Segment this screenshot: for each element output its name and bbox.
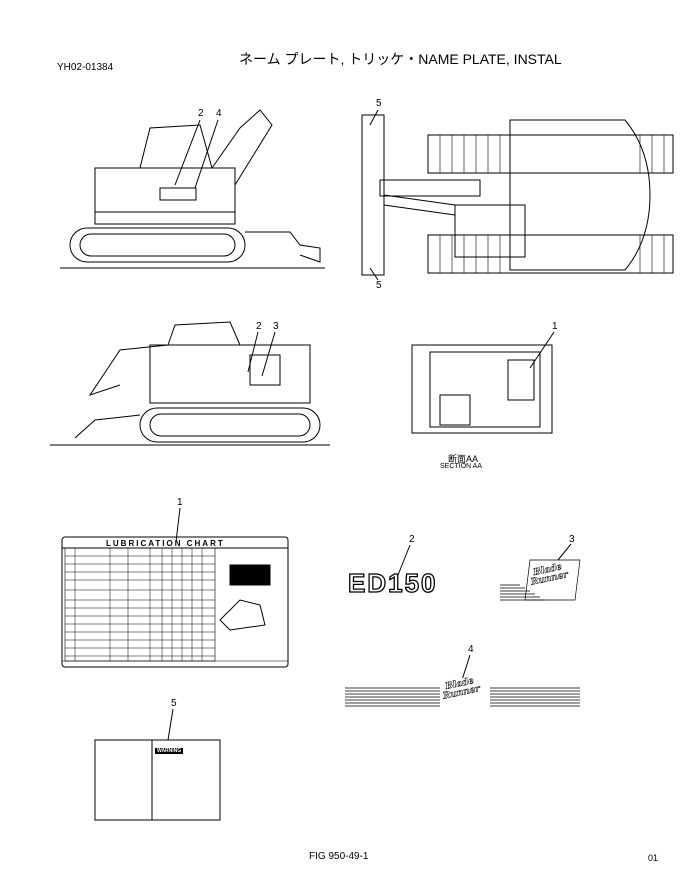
callout-2: 2: [198, 108, 204, 119]
lubrication-chart-title: LUBRICATION CHART: [106, 539, 225, 548]
callout-2: 2: [256, 321, 262, 332]
page-number: 01: [648, 853, 659, 863]
callout-1: 1: [177, 497, 183, 508]
callout-2: 2: [409, 534, 415, 545]
excavator-side-view-right: [50, 321, 330, 446]
callout-3: 3: [273, 321, 279, 332]
section-label-jp: 断面AA: [448, 454, 479, 464]
page-title: ネーム プレート, トリッケ・NAME PLATE, INSTAL: [239, 51, 562, 67]
lubrication-chart-label: [61, 536, 289, 668]
warning-label: [94, 739, 221, 821]
blade-runner-decal-large: [345, 678, 580, 716]
callout-5: 5: [171, 698, 177, 709]
callout-4: 4: [216, 108, 222, 119]
excavator-top-view: [361, 114, 674, 276]
excavator-side-view-left: [60, 109, 325, 269]
warning-label-text: WARNING: [155, 748, 184, 754]
callout-5: 5: [376, 280, 382, 291]
callout-4: 4: [468, 644, 474, 655]
model-plate-text: ED150: [347, 567, 438, 598]
callout-1: 1: [552, 321, 558, 332]
callout-5: 5: [376, 98, 382, 109]
figure-number: FIG 950-49-1: [309, 851, 369, 862]
document-id: YH02-01384: [57, 62, 114, 73]
section-label-en: SECTION AA: [440, 463, 483, 470]
blade-runner-decal-small: [500, 559, 581, 601]
callout-3: 3: [569, 534, 575, 545]
section-aa-view: [411, 344, 553, 434]
